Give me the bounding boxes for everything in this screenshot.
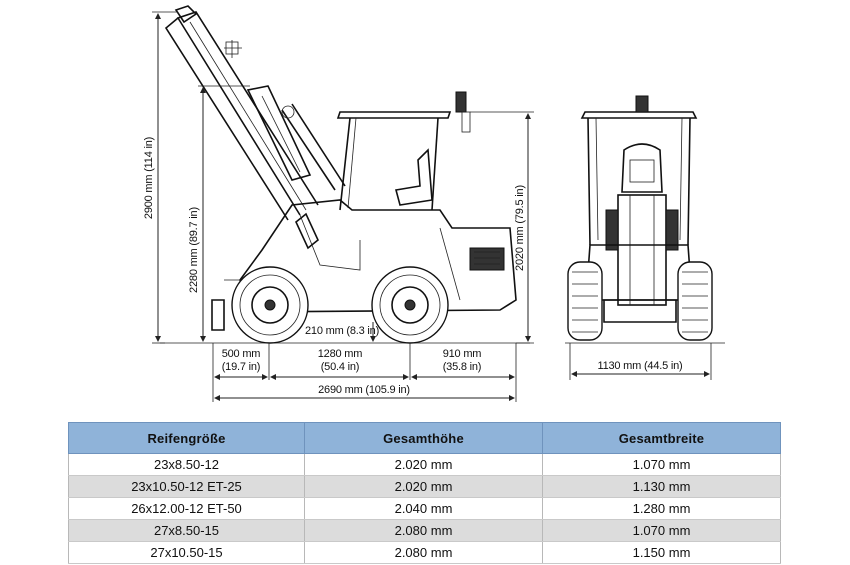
- tyre-spec-table: Reifengröße Gesamthöhe Gesamtbreite 23x8…: [68, 422, 781, 564]
- cell-tyre-size: 23x10.50-12 ET-25: [68, 475, 305, 498]
- front-view-loader: [565, 95, 725, 344]
- roof-height-label: 2020 mm (79.5 in): [514, 185, 526, 271]
- rear-overhang-mm: 910 mm: [443, 348, 482, 360]
- cell-tyre-size: 23x8.50-12: [68, 453, 305, 476]
- cell-tyre-size: 27x10.50-15: [68, 541, 305, 564]
- table-row: 23x10.50-12 ET-25 2.020 mm 1.130 mm: [68, 475, 781, 498]
- ground-clearance-label: 210 mm (8.3 in): [305, 325, 379, 337]
- table-row: 27x8.50-15 2.080 mm 1.070 mm: [68, 519, 781, 542]
- dim-roof-height: 2020 mm (79.5 in): [470, 111, 534, 344]
- cell-total-height: 2.080 mm: [304, 519, 543, 542]
- cell-total-height: 2.020 mm: [304, 453, 543, 476]
- dim-cab-height: 2280 mm (89.7 in): [188, 85, 250, 342]
- dim-ground-clearance: 210 mm (8.3 in): [305, 322, 379, 342]
- cell-total-width: 1.070 mm: [542, 519, 781, 542]
- cell-total-width: 1.070 mm: [542, 453, 781, 476]
- front-overhang-mm: 500 mm: [222, 348, 261, 360]
- front-overhang-in: (19.7 in): [222, 361, 261, 373]
- table-row: 23x8.50-12 2.020 mm 1.070 mm: [68, 453, 781, 476]
- total-height-label: 2900 mm (114 in): [143, 137, 155, 219]
- header-total-height: Gesamthöhe: [304, 422, 543, 454]
- dim-total-width: 1130 mm (44.5 in): [569, 343, 712, 380]
- total-width-label: 1130 mm (44.5 in): [597, 360, 682, 372]
- cell-tyre-size: 26x12.00-12 ET-50: [68, 497, 305, 520]
- wheelbase-in: (50.4 in): [321, 361, 360, 373]
- dimension-drawing: 2900 mm (114 in) 2280 mm (89.7 in) 2020 …: [143, 5, 725, 402]
- wheelbase-mm: 1280 mm: [318, 348, 362, 360]
- cell-total-width: 1.130 mm: [542, 475, 781, 498]
- cell-total-width: 1.150 mm: [542, 541, 781, 564]
- table-header-row: Reifengröße Gesamthöhe Gesamtbreite: [68, 422, 781, 454]
- side-view-loader: [160, 5, 530, 344]
- cell-total-height: 2.040 mm: [304, 497, 543, 520]
- cab-height-label: 2280 mm (89.7 in): [188, 207, 200, 293]
- cell-total-height: 2.020 mm: [304, 475, 543, 498]
- cell-tyre-size: 27x8.50-15: [68, 519, 305, 542]
- dim-horizontal: 500 mm (19.7 in) 1280 mm (50.4 in) 910 m…: [212, 343, 517, 402]
- table-row: 27x10.50-15 2.080 mm 1.150 mm: [68, 541, 781, 564]
- total-length-label: 2690 mm (105.9 in): [318, 384, 410, 396]
- cell-total-width: 1.280 mm: [542, 497, 781, 520]
- rear-overhang-in: (35.8 in): [443, 361, 482, 373]
- cell-total-height: 2.080 mm: [304, 541, 543, 564]
- header-tyre-size: Reifengröße: [68, 422, 305, 454]
- table-row: 26x12.00-12 ET-50 2.040 mm 1.280 mm: [68, 497, 781, 520]
- dim-total-height: 2900 mm (114 in): [143, 11, 178, 344]
- header-total-width: Gesamtbreite: [542, 422, 781, 454]
